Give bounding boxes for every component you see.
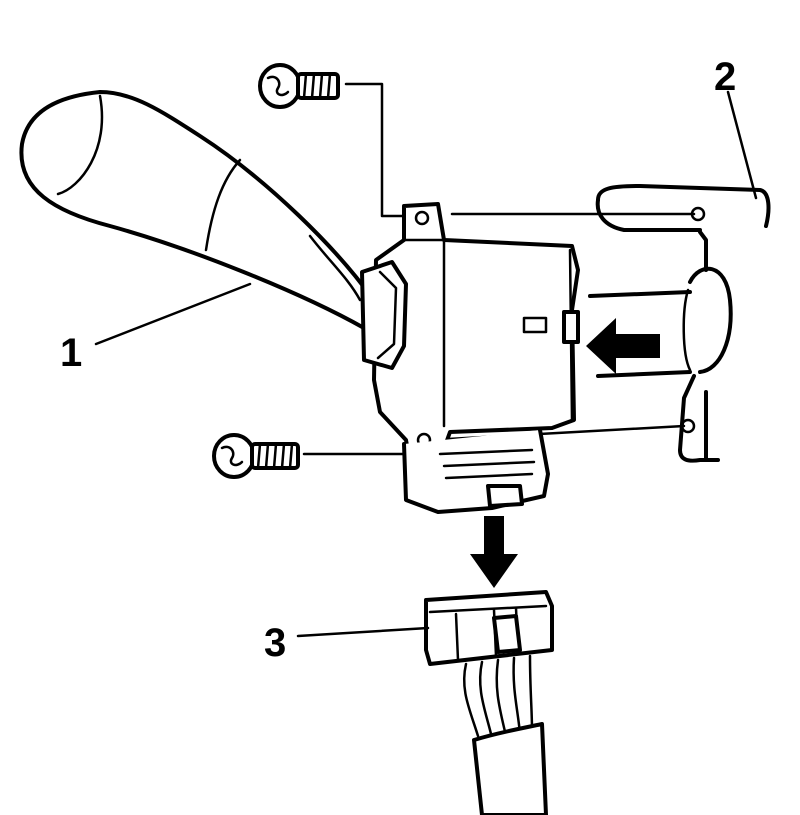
callout-3: 3 [264,621,286,665]
connector-disconnect-arrow [470,516,518,588]
removal-direction-arrow [586,318,660,374]
turn-signal-lever [19,90,408,370]
switch-housing [372,202,580,514]
upper-screw [258,63,340,109]
steering-column-shroud [588,184,771,463]
callout-1: 1 [60,331,82,375]
wiring-connector [424,590,554,815]
callout-2: 2 [714,55,736,99]
leader-lines [94,90,758,638]
lower-screw [212,433,300,479]
